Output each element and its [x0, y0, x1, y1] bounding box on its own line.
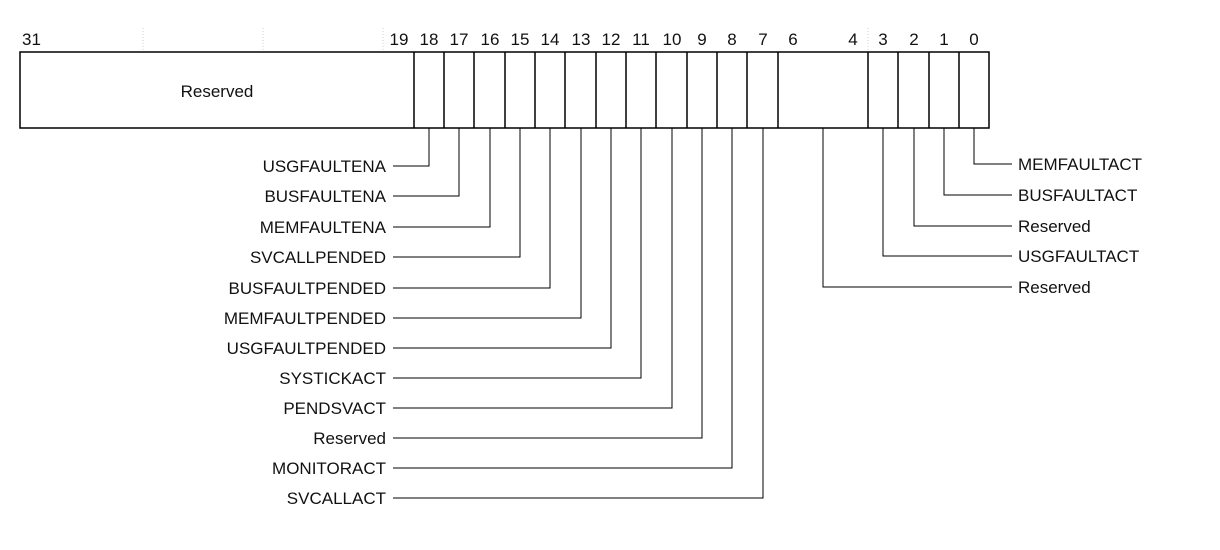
field-label-monitoract: MONITORACT: [272, 459, 386, 478]
leader-line-busfaultpended: [393, 128, 551, 289]
leader-line-reserved-bit2: [913, 128, 1012, 227]
bit-number-10: 10: [663, 30, 682, 49]
leader-line-reserved-bit9: [393, 128, 703, 439]
field-label-memfaultact: MEMFAULTACT: [1018, 155, 1142, 174]
field-label-usgfaultena: USGFAULTENA: [263, 157, 387, 176]
register-body: Reserved: [19, 51, 990, 129]
field-label-svcallact: SVCALLACT: [287, 489, 386, 508]
bit-number-19: 19: [390, 30, 409, 49]
leader-line-reserved-bits6-4: [822, 128, 1012, 288]
field-label-pendsvact: PENDSVACT: [283, 399, 386, 418]
bit-number-12: 12: [602, 30, 621, 49]
bit-number-0: 0: [969, 30, 978, 49]
leader-line-usgfaultena: [393, 128, 430, 167]
field-label-busfaultena: BUSFAULTENA: [264, 187, 386, 206]
field-label-svcallpended: SVCALLPENDED: [250, 248, 386, 267]
bit-number-16: 16: [481, 30, 500, 49]
field-label-reserved-bits6-4: Reserved: [1018, 278, 1091, 297]
bit-number-31: 31: [22, 30, 41, 49]
bit-number-row: 31 19 18 17 16 15 14 13 12 11 10 9 8 7 6…: [22, 30, 979, 49]
bit-number-7: 7: [758, 30, 767, 49]
bit-number-11: 11: [632, 30, 650, 49]
field-label-reserved-bit9: Reserved: [313, 429, 386, 448]
field-label-busfaultpended: BUSFAULTPENDED: [229, 279, 386, 298]
bit-number-8: 8: [727, 30, 736, 49]
field-label-memfaultpended: MEMFAULTPENDED: [224, 309, 386, 328]
bit-number-9: 9: [697, 30, 706, 49]
leader-line-busfaultact: [943, 128, 1012, 196]
leader-line-pendsvact: [393, 128, 673, 409]
field-label-usgfaultpended: USGFAULTPENDED: [227, 339, 386, 358]
bit-number-18: 18: [420, 30, 439, 49]
leader-line-monitoract: [393, 128, 733, 469]
bit-number-3: 3: [878, 30, 887, 49]
reserved-block-label: Reserved: [181, 82, 254, 101]
field-label-systickact: SYSTICKACT: [279, 369, 386, 388]
right-field-labels: MEMFAULTACT BUSFAULTACT Reserved USGFAUL…: [822, 128, 1142, 297]
bit-number-15: 15: [511, 30, 530, 49]
bit-number-17: 17: [450, 30, 469, 49]
field-label-reserved-bit2: Reserved: [1018, 217, 1091, 236]
bit-number-4: 4: [848, 30, 857, 49]
field-label-busfaultact: BUSFAULTACT: [1018, 186, 1137, 205]
leader-line-memfaultpended: [393, 128, 582, 319]
leader-line-usgfaultpended: [393, 128, 612, 349]
leader-line-systickact: [393, 128, 642, 379]
leader-line-memfaultact: [973, 128, 1012, 165]
bit-number-13: 13: [572, 30, 591, 49]
leader-line-svcallpended: [393, 128, 521, 258]
bit-number-14: 14: [541, 30, 560, 49]
leader-line-usgfaultact: [882, 128, 1012, 257]
leader-line-memfaultena: [393, 128, 491, 228]
bit-number-1: 1: [939, 30, 948, 49]
leader-line-busfaultena: [393, 128, 460, 197]
field-label-memfaultena: MEMFAULTENA: [260, 218, 387, 237]
leader-line-svcallact: [393, 128, 764, 499]
bit-number-2: 2: [909, 30, 918, 49]
field-label-usgfaultact: USGFAULTACT: [1018, 247, 1139, 266]
bit-number-6: 6: [788, 30, 797, 49]
left-field-labels: USGFAULTENA BUSFAULTENA MEMFAULTENA SVCA…: [224, 128, 764, 508]
